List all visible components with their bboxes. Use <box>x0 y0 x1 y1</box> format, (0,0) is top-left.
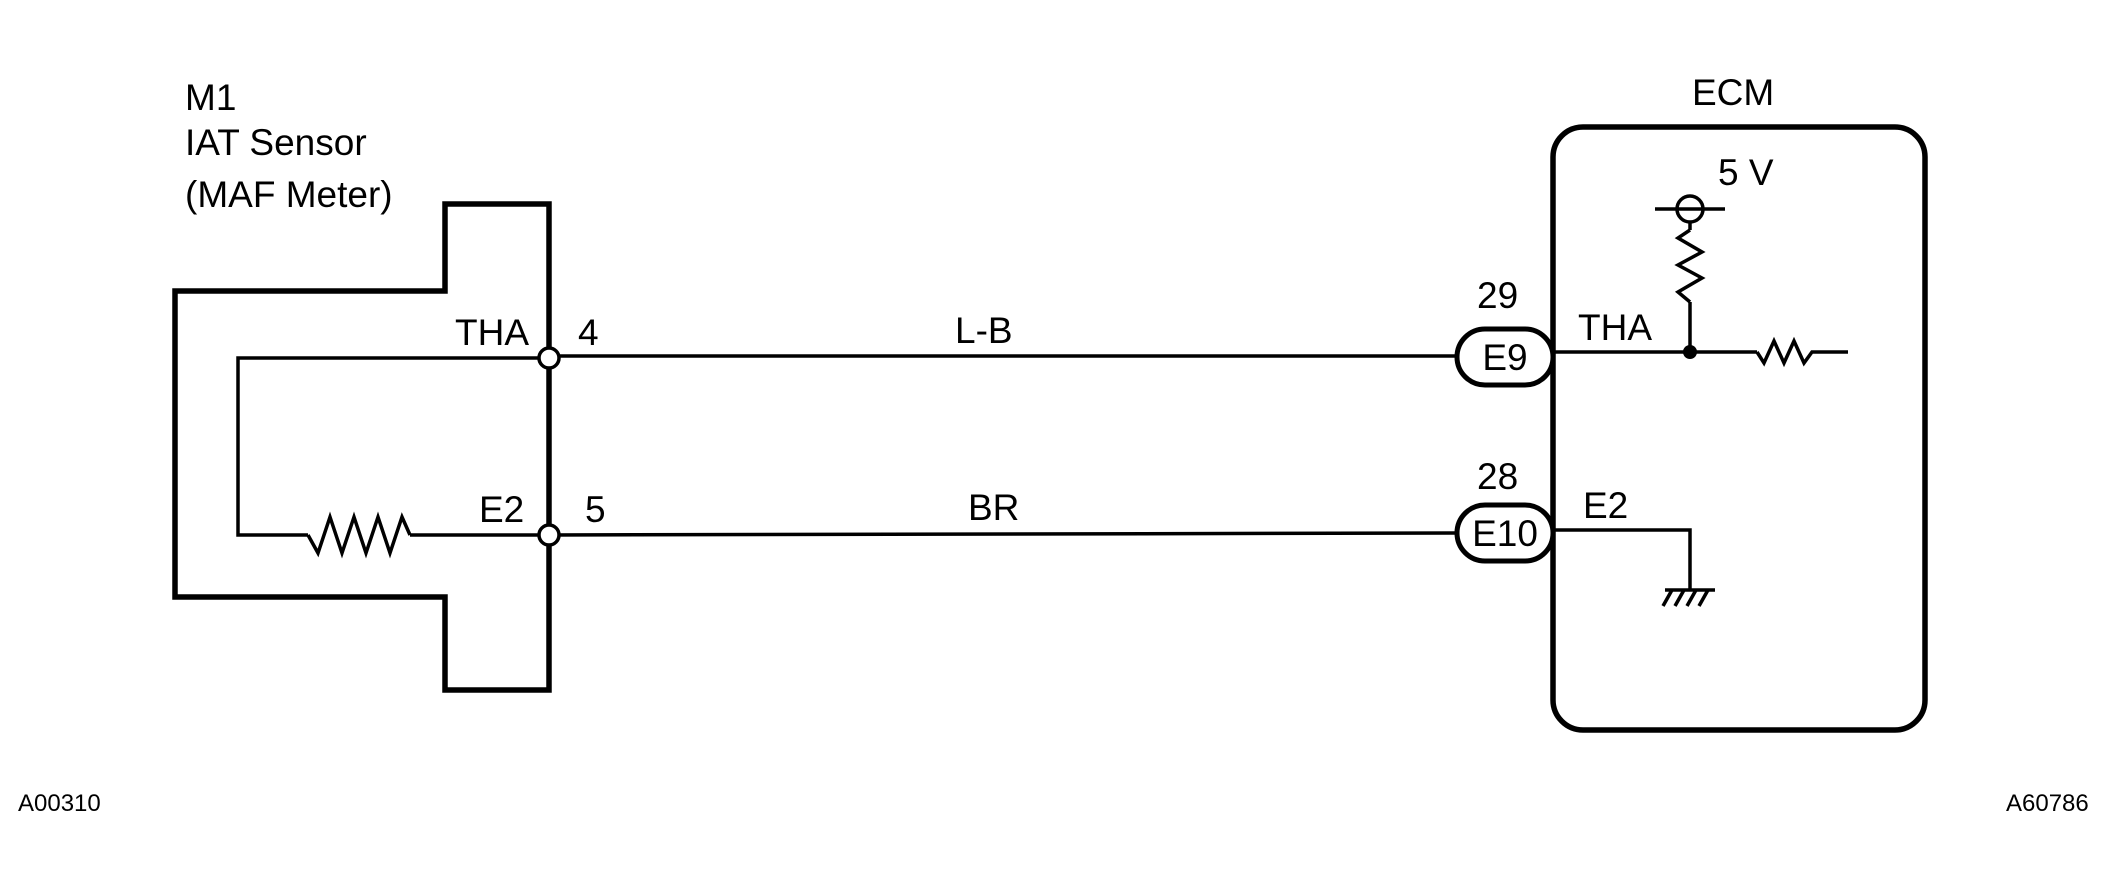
ecm-pullup-resistor <box>1674 228 1706 304</box>
sensor-subname: (MAF Meter) <box>185 174 393 215</box>
sensor-internal-wire <box>236 356 549 537</box>
ecm-e2-wire <box>1553 528 1692 590</box>
sensor-pin-tha-label: THA <box>455 312 529 353</box>
sensor-thermistor <box>306 511 412 559</box>
ground-symbol <box>1661 589 1710 607</box>
figure-code-left: A00310 <box>18 790 101 817</box>
sensor-pin-e2-number: 5 <box>585 489 606 530</box>
connector-e9-label: E9 <box>1482 337 1527 378</box>
ecm-supply-voltage: 5 V <box>1718 152 1774 193</box>
sensor-id: M1 <box>185 77 236 118</box>
figure-code-right: A60786 <box>2006 790 2089 817</box>
ecm-signal-e2: E2 <box>1583 485 1628 526</box>
wire-br <box>548 531 1458 537</box>
ecm-signal-tha: THA <box>1578 307 1652 348</box>
sensor-pin-tha-number: 4 <box>578 312 599 353</box>
sensor-pin-tha-terminal <box>537 346 561 370</box>
connector-e10-label: E10 <box>1472 513 1538 554</box>
wire-br-label: BR <box>968 487 1019 528</box>
ecm-pin-29-number: 29 <box>1477 275 1518 316</box>
wire-lb-label: L-B <box>955 310 1013 351</box>
ecm-input-resistor <box>1755 336 1848 368</box>
ecm-box <box>1550 124 1928 733</box>
connector-e10 <box>1454 502 1556 564</box>
connector-e9 <box>1454 326 1556 388</box>
sensor-housing <box>172 201 552 693</box>
ecm-pin-28-number: 28 <box>1477 456 1518 497</box>
ecm-title: ECM <box>1692 72 1774 113</box>
sensor-pin-e2-label: E2 <box>479 489 524 530</box>
sensor-pin-e2-terminal <box>537 523 561 547</box>
sensor-name: IAT Sensor <box>185 122 367 163</box>
